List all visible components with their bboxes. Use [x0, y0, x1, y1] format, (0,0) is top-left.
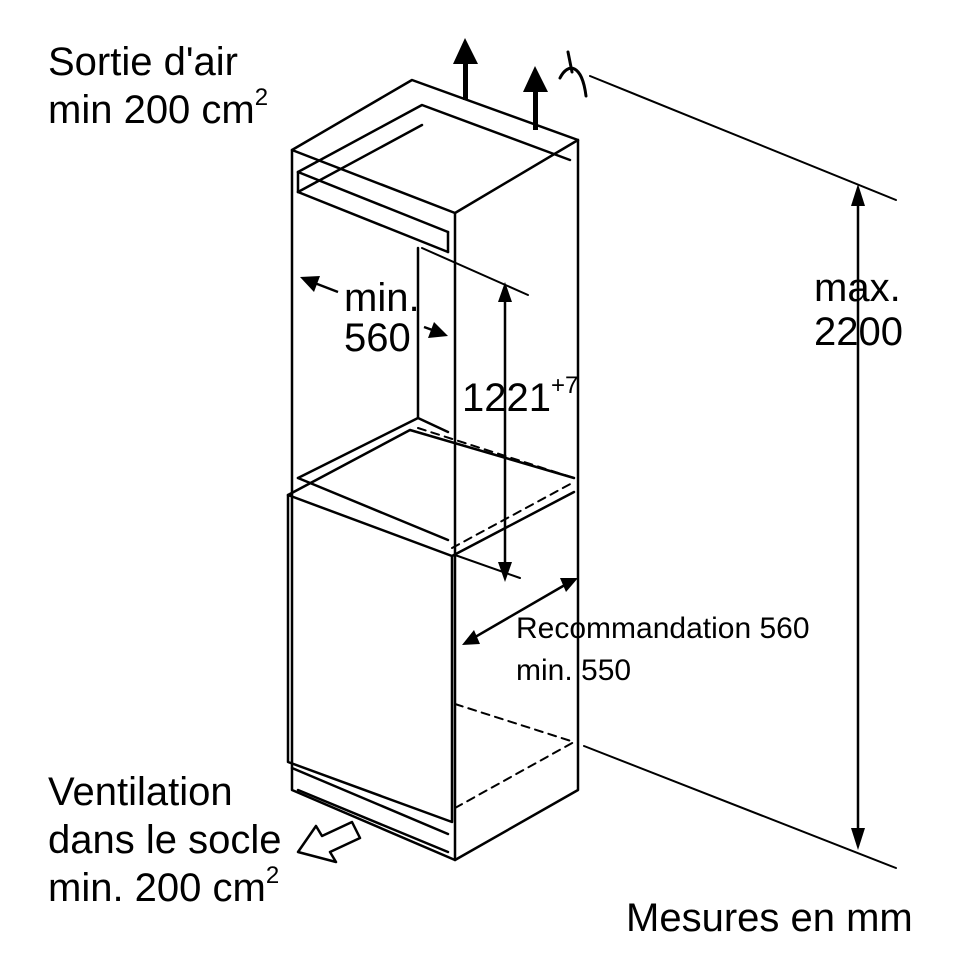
- ventilation-label-line3: min. 200 cm2: [48, 862, 280, 910]
- air-outlet-label-line1: Sortie d'air: [48, 40, 238, 84]
- max-height-label-line2: 2200: [814, 310, 903, 354]
- hidden-lines: [417, 427, 575, 809]
- niche-width-label-line1: min.: [344, 276, 420, 320]
- extension-lines: [421, 75, 897, 869]
- max-height-dimension: [851, 184, 865, 850]
- niche-height-dimension: [498, 282, 512, 582]
- depth-label-line1: Recommandation 560: [516, 612, 810, 645]
- air-outlet-label-line2: min 200 cm2: [48, 84, 269, 132]
- depth-dimension: [462, 578, 578, 645]
- air-flow-curve-icon: [558, 50, 588, 98]
- niche-width-dimension: [300, 276, 448, 338]
- base-ventilation-arrow-icon: [296, 820, 362, 864]
- ventilation-label-line1: Ventilation: [48, 770, 233, 814]
- niche-height-label: 1221+7: [462, 372, 579, 420]
- units-note: Mesures en mm: [626, 896, 913, 940]
- cabinet-outline: [290, 78, 580, 862]
- ventilation-label-line2: dans le socle: [48, 818, 282, 862]
- air-outlet-arrow-icon: [453, 38, 548, 130]
- depth-label-line2: min. 550: [516, 654, 632, 687]
- niche-width-label-line2: 560: [344, 316, 411, 360]
- max-height-label-line1: max.: [814, 266, 901, 310]
